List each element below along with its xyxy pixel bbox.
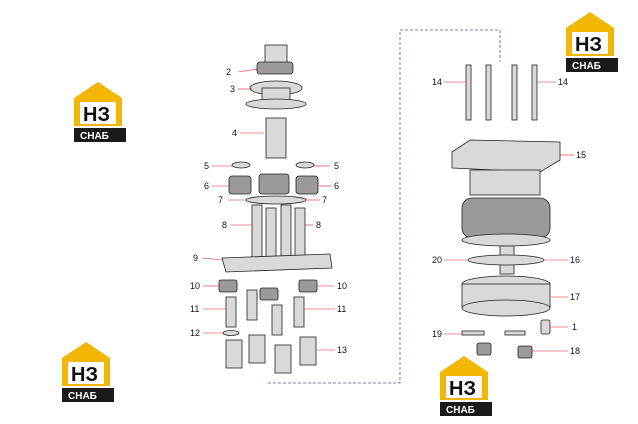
callout-6-right: 6 (334, 181, 339, 191)
part-9-base-plate (221, 253, 333, 273)
part-13-springs (225, 334, 317, 374)
part-14-bolt-3 (511, 64, 518, 121)
callout-10-right: 10 (337, 281, 347, 291)
part-6-cap-left (228, 175, 252, 195)
part-11-springs (225, 289, 305, 336)
callout-9: 9 (193, 253, 198, 263)
svg-text:HЗ: HЗ (83, 104, 110, 126)
part-14-bolt-1 (465, 64, 472, 121)
svg-text:HЗ: HЗ (449, 378, 476, 400)
part-10-bushing-right (298, 279, 318, 293)
part-2-nut (256, 61, 294, 75)
callout-16: 16 (570, 255, 580, 265)
part-12-ring (222, 330, 240, 336)
part-15-flange (451, 139, 561, 173)
part-8-piston-2 (265, 207, 277, 264)
part-8-piston-1 (251, 204, 263, 261)
callout-7-left: 7 (218, 195, 223, 205)
callout-14-right: 14 (558, 77, 568, 87)
part-4-rod (265, 117, 287, 159)
callout-labels: 2 3 4 5 5 6 6 7 7 8 8 9 10 10 11 11 12 1… (190, 67, 586, 356)
part-3-flange (245, 98, 307, 110)
callout-3: 3 (230, 84, 235, 94)
part-14-bolt-4 (531, 64, 538, 121)
callout-20: 20 (432, 255, 442, 265)
part-5-washer-left (231, 161, 251, 169)
part-6-cap-center (258, 173, 290, 195)
part-1-sleeve (540, 319, 551, 335)
left-assembly (218, 44, 333, 374)
part-10-bushing-center (259, 287, 279, 301)
part-10-bushing-left (218, 279, 238, 293)
housing-base (461, 233, 551, 247)
part-14-bolt-2 (485, 64, 492, 121)
part-7-plate (245, 195, 307, 205)
callout-15: 15 (576, 150, 586, 160)
leader-lines (201, 68, 574, 352)
callout-4: 4 (232, 128, 237, 138)
part-19-pin-2 (504, 330, 526, 336)
callout-7-right: 7 (322, 195, 327, 205)
callout-14-left: 14 (432, 77, 442, 87)
callout-6-left: 6 (204, 181, 209, 191)
callout-10-left: 10 (190, 281, 200, 291)
svg-text:HЗ: HЗ (71, 364, 98, 386)
part-6-cap-right (295, 175, 319, 195)
callout-8-right: 8 (316, 220, 321, 230)
part-19-pin (461, 330, 485, 336)
part-15-housing (469, 169, 541, 196)
part-5-washer-right (295, 161, 315, 169)
logo-bottom-center: HЗ СНАБ (440, 356, 492, 416)
part-17-bottom (461, 299, 551, 317)
svg-text:HЗ: HЗ (575, 34, 602, 56)
callout-12: 12 (190, 328, 200, 338)
part-18-foot-left (476, 342, 492, 356)
callout-5-left: 5 (204, 161, 209, 171)
svg-text:СНАБ: СНАБ (446, 405, 475, 416)
callout-11-right: 11 (337, 304, 346, 314)
right-assembly (451, 64, 561, 359)
callout-18: 18 (570, 346, 580, 356)
callout-5-right: 5 (334, 161, 339, 171)
callout-8-left: 8 (222, 220, 227, 230)
callout-19: 19 (432, 329, 442, 339)
callout-13: 13 (337, 345, 347, 355)
part-8-piston-3 (280, 204, 292, 261)
callout-1: 1 (572, 322, 577, 332)
logo-left-lower: HЗ СНАБ (62, 342, 114, 402)
logo-top-right: HЗ СНАБ (566, 12, 618, 72)
callout-17: 17 (570, 292, 580, 302)
svg-text:СНАБ: СНАБ (80, 131, 109, 142)
callout-11-left: 11 (190, 304, 199, 314)
assembly-link-line (268, 29, 501, 384)
housing-lobes (461, 197, 551, 239)
logo-left-upper: HЗ СНАБ (74, 82, 126, 142)
part-18-foot-right (517, 345, 533, 359)
svg-text:СНАБ: СНАБ (572, 61, 601, 72)
part-16-seal-ring (467, 254, 545, 266)
callout-2: 2 (226, 67, 231, 77)
svg-text:СНАБ: СНАБ (68, 391, 97, 402)
